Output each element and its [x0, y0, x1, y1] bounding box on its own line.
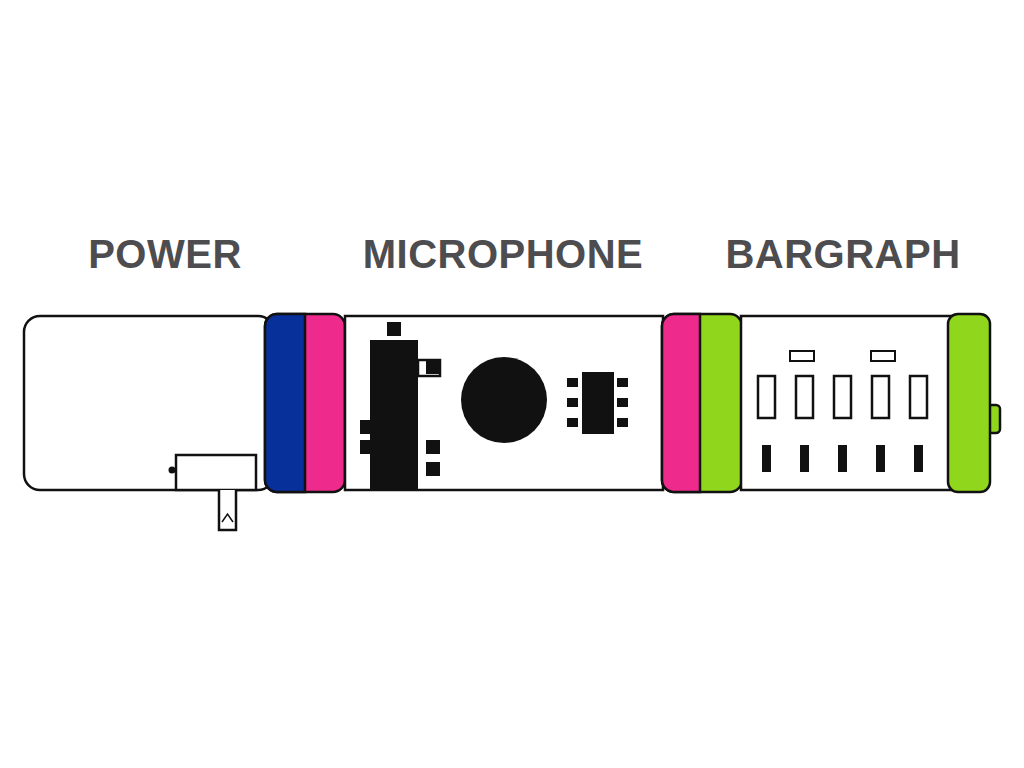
power-switch [176, 455, 256, 490]
microphone-module [345, 316, 663, 490]
connectors [662, 314, 742, 492]
led-row [758, 376, 927, 472]
connectors [265, 314, 345, 492]
module-label: BARGRAPH [721, 234, 964, 274]
mic-capsule [461, 357, 547, 443]
power-module [24, 316, 274, 530]
module-block: BARGRAPH [721, 234, 964, 278]
bargraph-module [741, 314, 1000, 492]
switch-lever [219, 490, 236, 530]
amp-chip [582, 372, 614, 434]
module-label: MICROPHONE [359, 234, 648, 274]
module-block: MICROPHONE [359, 234, 648, 278]
module-label: POWER [84, 234, 246, 274]
module-block: POWER [84, 234, 246, 278]
